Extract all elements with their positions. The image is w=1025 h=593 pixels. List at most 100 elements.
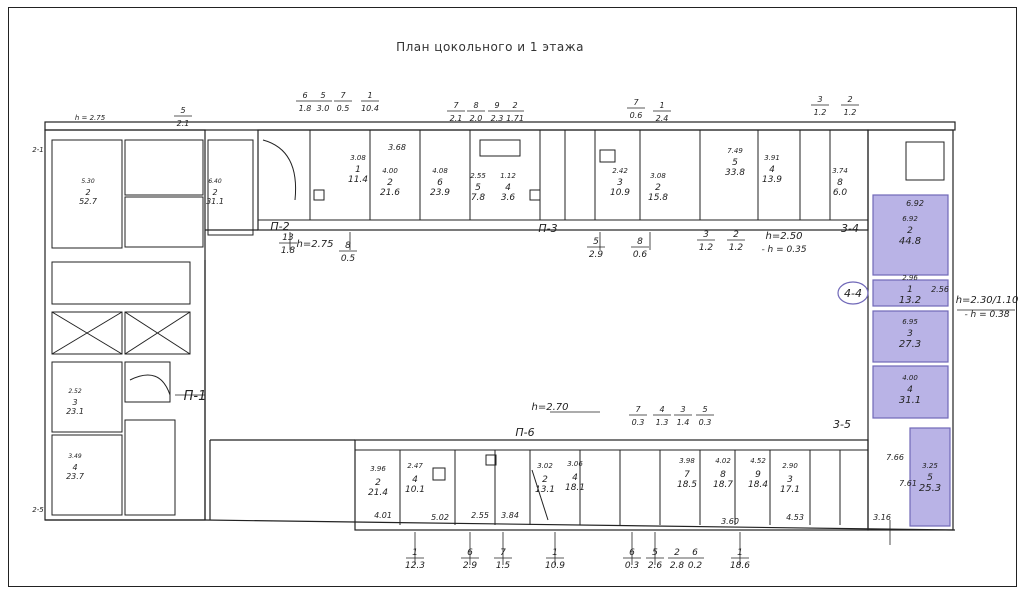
bottom-fraction-num: 6 <box>629 548 635 558</box>
top-fraction-num: 9 <box>494 101 499 110</box>
dimension-label: 2.55 <box>471 511 489 520</box>
section-marker-p4: 3-4 <box>841 222 859 235</box>
mid-fraction-num: 3 <box>703 230 709 240</box>
top-room-dim: 3.08 <box>650 172 666 180</box>
top-room-number: 4 <box>769 165 775 175</box>
bottom-top-fraction-num: 7 <box>635 405 641 414</box>
top-fraction-den: 1.71 <box>506 114 524 123</box>
bottom-room-dim: 2.47 <box>407 462 423 470</box>
purple-room-area: 44.8 <box>899 236 921 247</box>
bottom-room-dim: 3.02 <box>537 462 553 470</box>
purple-room-4 <box>872 365 949 419</box>
top-room-dim: 4.00 <box>382 167 398 175</box>
left-room-b <box>124 139 204 196</box>
dimension-label: 3.60 <box>721 517 739 526</box>
bottom-fraction-num: 2 <box>674 548 680 558</box>
left-room-number: 3 <box>72 398 77 407</box>
purple-room-number: 3 <box>907 329 913 339</box>
sheet-border <box>8 7 1017 587</box>
bottom-room-number: 4 <box>412 475 418 485</box>
purple-room-3 <box>872 310 949 363</box>
purple-room-number: 4 <box>907 385 913 395</box>
mid-fraction-den: 1.2 <box>699 243 714 253</box>
top-room-area: 23.9 <box>430 188 450 198</box>
dimension-label: 3.68 <box>388 143 406 152</box>
mid-fraction-num: 2 <box>733 230 739 240</box>
top-room-dim: 3.08 <box>350 154 366 162</box>
top-room-number: 2 <box>655 183 661 193</box>
bottom-fraction-num: 5 <box>652 548 658 558</box>
bottom-room-area: 18.7 <box>713 480 733 490</box>
section-marker-left2: 2-5 <box>32 506 44 514</box>
bottom-room-dim: 3.06 <box>567 460 583 468</box>
section-marker-p2: П-2 <box>270 220 289 233</box>
top-fraction-num: 6 <box>302 91 307 100</box>
bottom-fraction-den: 10.9 <box>545 561 565 571</box>
bottom-fraction-den: 0.2 <box>688 561 703 571</box>
plan-title: План цокольного и 1 этажа <box>396 40 584 54</box>
top-room-area: 6.0 <box>833 188 848 198</box>
top-room-area: 21.6 <box>380 188 400 198</box>
dimension-label: 3.84 <box>501 511 519 520</box>
left-shaft-2 <box>124 311 191 355</box>
bottom-room-dim: 4.52 <box>750 457 766 465</box>
left-room-e <box>51 361 123 433</box>
height-label-bottom: h=2.70 <box>532 402 569 413</box>
highlighted-rooms <box>837 194 951 527</box>
left-room-dim: 5.30 <box>81 178 95 185</box>
top-room-number: 5 <box>732 158 738 168</box>
bottom-room-dim: 3.96 <box>370 465 386 473</box>
purple-room-dim: 2.96 <box>902 274 918 282</box>
top-fraction-num: 5 <box>180 106 185 115</box>
top-room-dim: 2.42 <box>612 167 628 175</box>
left-room-area: 23.1 <box>66 407 84 416</box>
top-fraction-den: 0.5 <box>337 104 350 113</box>
mid-fraction-num: 8 <box>637 237 643 247</box>
height-label-top: h=2.75 <box>297 239 334 250</box>
dimension-label: 2.56 <box>931 285 949 294</box>
top-room-area: 33.8 <box>725 168 745 178</box>
top-fraction-num: 3 <box>817 95 822 104</box>
bottom-fraction-den: 1.5 <box>496 561 511 571</box>
bottom-top-fraction-den: 0.3 <box>632 418 645 427</box>
mid-fraction-num: 5 <box>593 237 599 247</box>
bottom-room-number: 2 <box>375 478 381 488</box>
dimension-label: 3.16 <box>873 513 891 522</box>
bottom-room-area: 21.4 <box>368 488 388 498</box>
mid-fraction-den: 1.8 <box>281 246 296 256</box>
left-stair <box>124 361 171 403</box>
top-fraction-den: 10.4 <box>361 104 379 113</box>
left-room-area: 31.1 <box>206 197 224 206</box>
left-room-dim: 6.40 <box>208 178 222 185</box>
top-fraction-num: 8 <box>473 101 478 110</box>
top-room-dim: 3.91 <box>764 154 780 162</box>
dimension-label: 7.61 <box>899 479 917 488</box>
left-room-f <box>51 434 123 516</box>
purple-room-dim: 6.95 <box>902 318 918 326</box>
purple-room-dim: 6.92 <box>902 215 918 223</box>
bottom-room-dim: 4.02 <box>715 457 731 465</box>
bottom-room-dim: 3.98 <box>679 457 695 465</box>
section-marker-p1: П-1 <box>184 389 207 404</box>
bottom-room-area: 18.1 <box>565 483 585 493</box>
dimension-label: 6.92 <box>906 199 924 208</box>
bottom-top-fraction-den: 1.3 <box>656 418 669 427</box>
bottom-room-number: 8 <box>720 470 726 480</box>
dimension-label: 5.02 <box>431 513 449 522</box>
section-marker-p5: 3-5 <box>833 418 851 431</box>
top-fraction-num: 2 <box>512 101 517 110</box>
top-fraction-num: 1 <box>367 91 372 100</box>
top-fraction-num: 5 <box>320 91 325 100</box>
left-room-number: 4 <box>72 463 77 472</box>
top-room-dim: 4.08 <box>432 167 448 175</box>
bottom-room-area: 18.4 <box>748 480 768 490</box>
top-room-number: 3 <box>617 178 623 188</box>
purple-room-5 <box>909 427 951 527</box>
bottom-room-area: 13.1 <box>535 485 555 495</box>
bottom-fraction-num: 1 <box>737 548 743 558</box>
section-marker-left: 2-1 <box>32 146 43 154</box>
mid-fraction-den: 0.5 <box>341 254 356 264</box>
top-room-number: 8 <box>837 178 843 188</box>
purple-room-dim: 4.00 <box>902 374 918 382</box>
